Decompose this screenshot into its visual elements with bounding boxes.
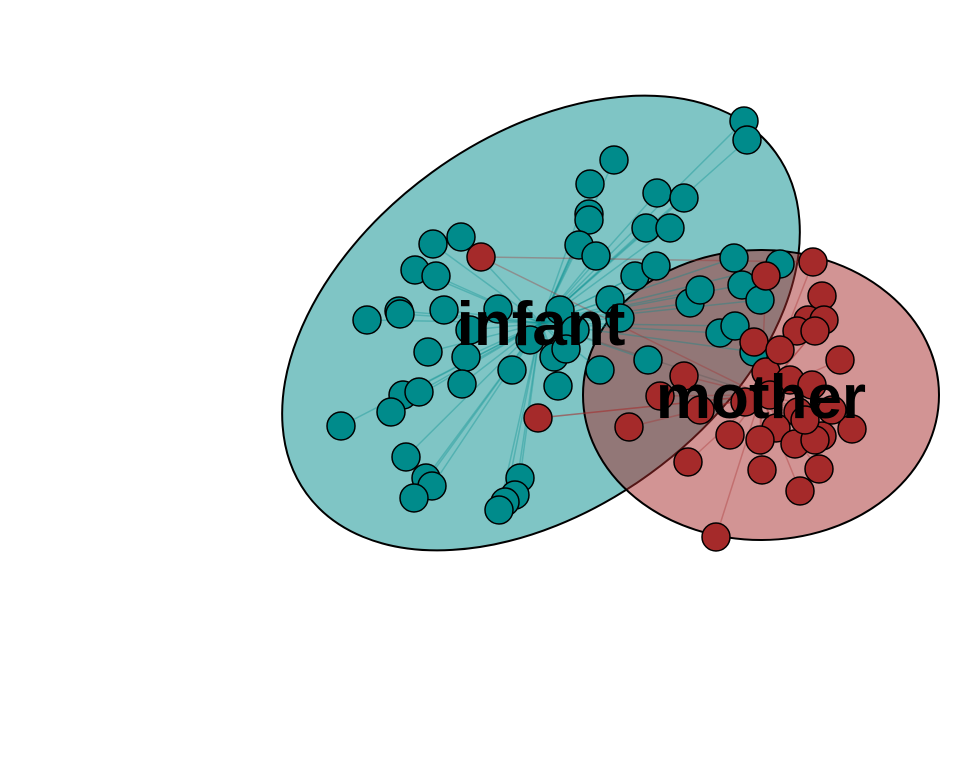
- mother-node: [785, 476, 815, 506]
- infant-node: [641, 251, 671, 281]
- mother-label: mother: [656, 363, 866, 432]
- mother-node: [466, 242, 496, 272]
- mother-node: [701, 522, 731, 552]
- mother-node: [645, 381, 675, 411]
- mother-edge: [537, 394, 762, 419]
- infant-node: [732, 125, 762, 155]
- mother-node: [765, 335, 795, 365]
- infant-node: [574, 205, 604, 235]
- mother-node: [745, 425, 775, 455]
- infant-node: [484, 495, 514, 525]
- infant-node: [446, 222, 476, 252]
- mother-node: [739, 327, 769, 357]
- infant-node: [551, 334, 581, 364]
- mother-node: [800, 316, 830, 346]
- infant-node: [404, 377, 434, 407]
- mother-node: [825, 345, 855, 375]
- infant-edge: [540, 322, 649, 361]
- infant-node: [720, 311, 750, 341]
- infant-node: [376, 397, 406, 427]
- infant-edge: [432, 243, 542, 324]
- infant-edge: [340, 322, 542, 427]
- infant-node: [669, 183, 699, 213]
- infant-node: [575, 169, 605, 199]
- infant-node: [385, 299, 415, 329]
- mother-node: [755, 380, 785, 410]
- mother-node: [685, 395, 715, 425]
- mother-node: [747, 455, 777, 485]
- infant-node: [497, 355, 527, 385]
- infant-node: [418, 229, 448, 259]
- infant-node: [413, 337, 443, 367]
- infant-node: [515, 325, 545, 355]
- infant-node: [642, 178, 672, 208]
- mother-node: [669, 361, 699, 391]
- infant-node: [447, 369, 477, 399]
- infant-node: [581, 241, 611, 271]
- infant-node: [326, 411, 356, 441]
- infant-node: [605, 303, 635, 333]
- infant-node: [599, 145, 629, 175]
- mother-node: [804, 454, 834, 484]
- infant-node: [399, 483, 429, 513]
- infant-node: [655, 213, 685, 243]
- mother-node: [790, 405, 820, 435]
- infant-node: [685, 275, 715, 305]
- infant-node: [429, 295, 459, 325]
- infant-node: [543, 371, 573, 401]
- infant-node: [421, 261, 451, 291]
- infant-node: [391, 442, 421, 472]
- infant-node: [483, 294, 513, 324]
- infant-node: [719, 243, 749, 273]
- mother-node: [797, 370, 827, 400]
- mother-node: [837, 414, 867, 444]
- infant-node: [455, 315, 485, 345]
- mother-node: [798, 247, 828, 277]
- infant-node: [585, 355, 615, 385]
- mother-node: [673, 447, 703, 477]
- infant-node: [633, 345, 663, 375]
- infant-node: [352, 305, 382, 335]
- mother-edge: [715, 394, 762, 538]
- mother-node: [715, 420, 745, 450]
- mother-edge: [537, 394, 762, 419]
- mother-node: [523, 403, 553, 433]
- infant-label: infant: [457, 290, 626, 359]
- node-layer: [326, 106, 867, 552]
- mother-node: [751, 261, 781, 291]
- mother-node: [817, 395, 847, 425]
- infant-node: [545, 295, 575, 325]
- mother-node: [614, 412, 644, 442]
